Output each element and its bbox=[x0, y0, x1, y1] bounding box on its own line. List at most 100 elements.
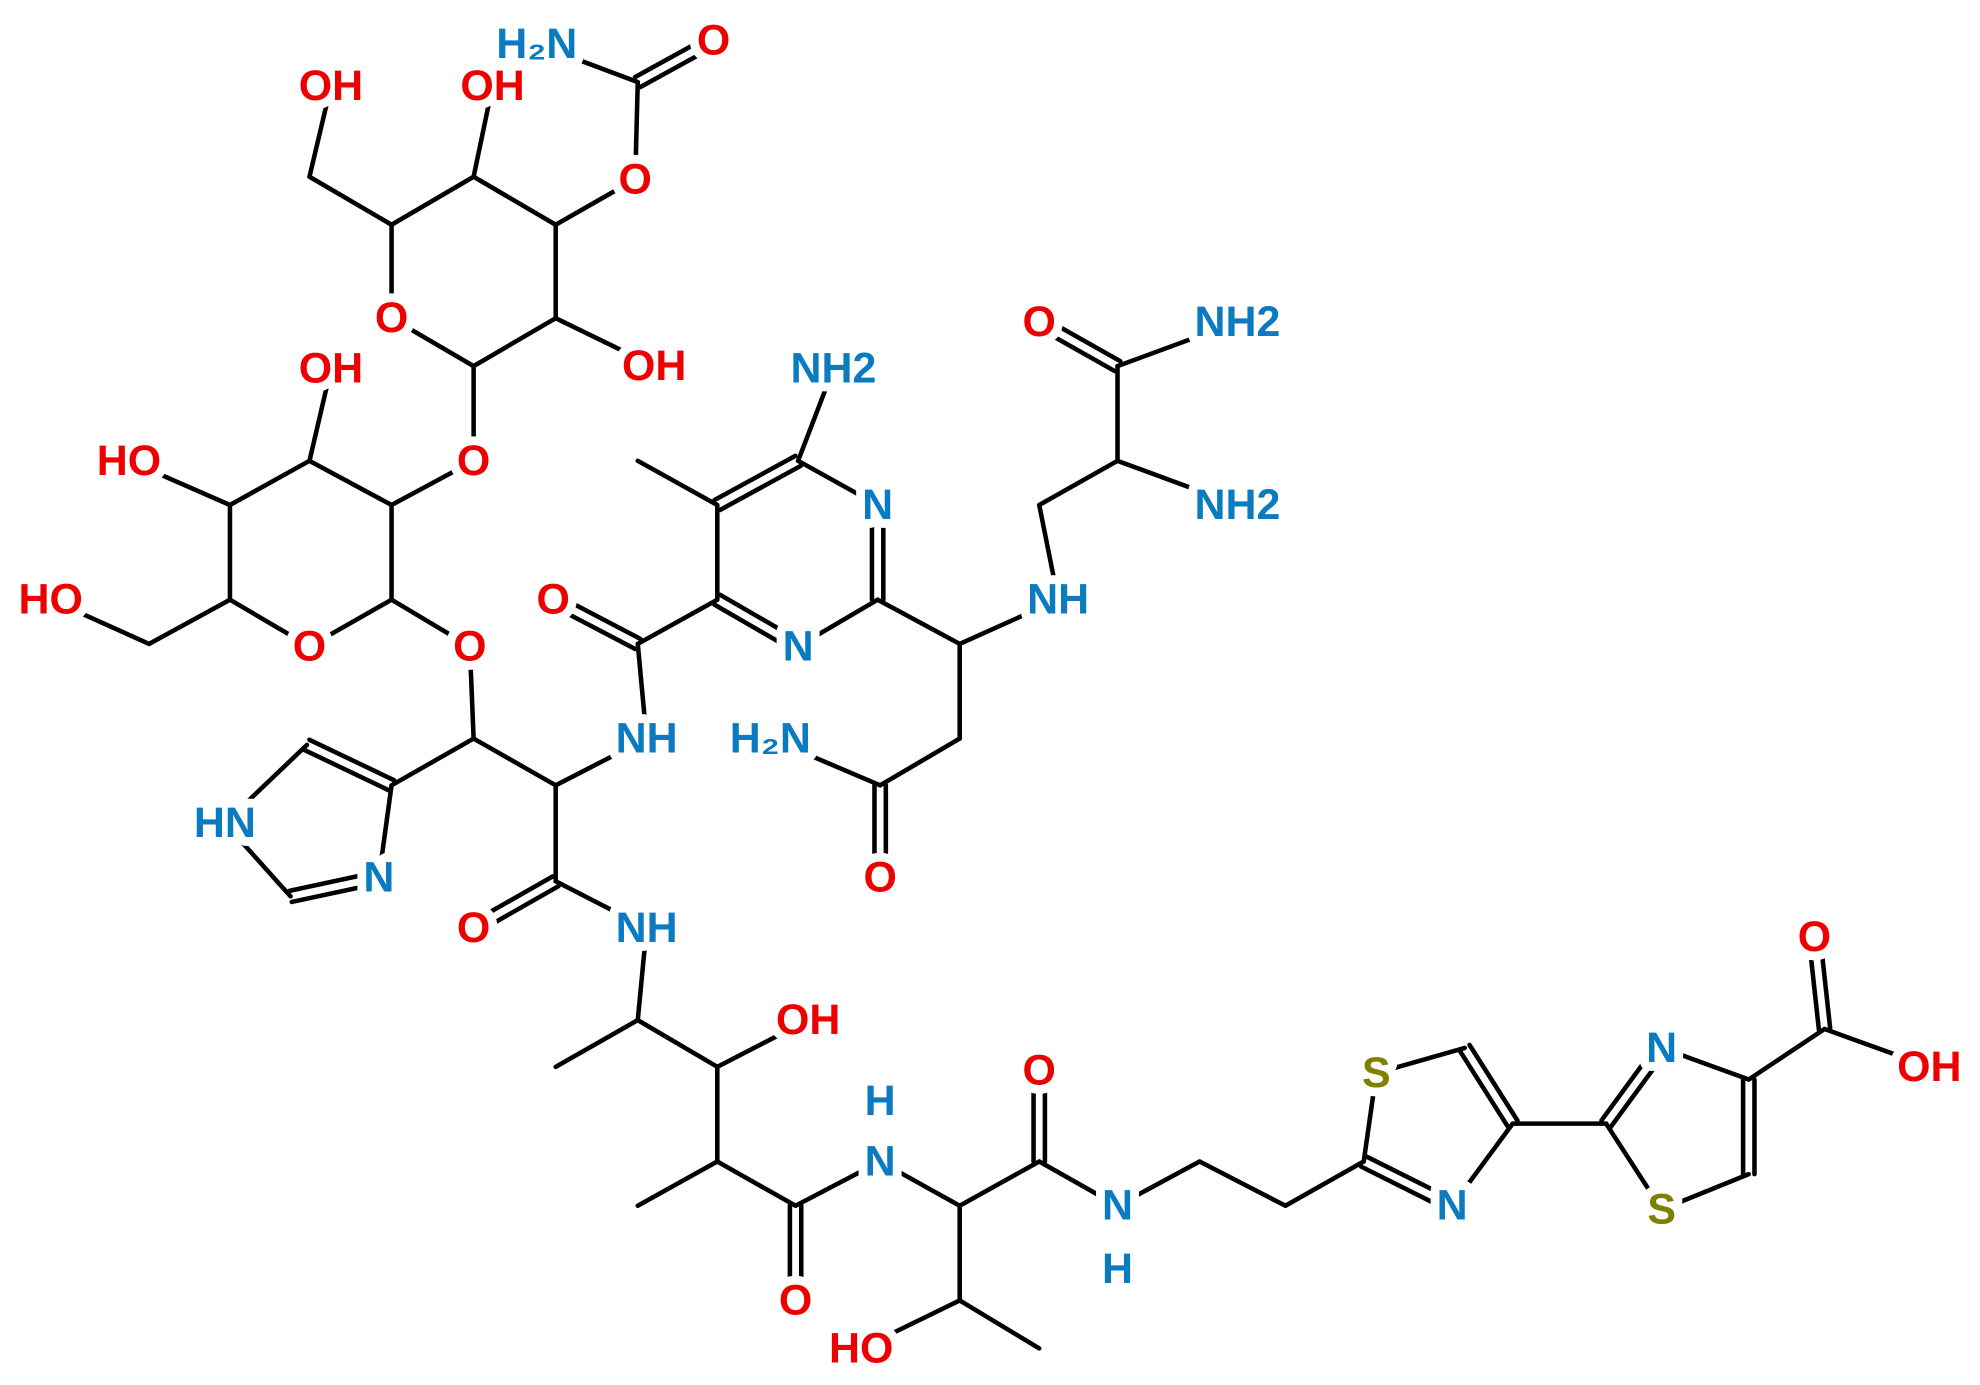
single-bond bbox=[534, 41, 641, 85]
single-bond bbox=[877, 1159, 962, 1208]
single-bond bbox=[307, 458, 394, 508]
double-bond bbox=[1599, 1042, 1660, 1123]
double-bond bbox=[1608, 1048, 1669, 1130]
atom-label-n: HN bbox=[194, 799, 256, 847]
atom-label-n: N bbox=[862, 481, 893, 529]
atom-label-n: NH bbox=[1027, 576, 1089, 624]
single-bond bbox=[553, 315, 657, 369]
single-bond bbox=[389, 597, 473, 649]
atom-label-n: N bbox=[1646, 1024, 1677, 1072]
single-bond bbox=[635, 1017, 720, 1070]
atom-label-n: H₂N bbox=[496, 20, 577, 68]
atom-label-o: OH bbox=[299, 62, 363, 110]
bonds-layer bbox=[48, 33, 1932, 1351]
single-bond bbox=[307, 174, 394, 228]
atom-label-s: S bbox=[1647, 1186, 1676, 1234]
single-bond bbox=[146, 597, 233, 647]
single-bond bbox=[795, 597, 880, 649]
single-bond bbox=[635, 458, 720, 508]
single-bond bbox=[715, 1159, 798, 1208]
double-bond bbox=[1806, 935, 1822, 1032]
double-bond bbox=[553, 592, 643, 642]
atom-label-n: NH2 bbox=[1195, 298, 1281, 346]
atom-label-o: O bbox=[697, 16, 730, 64]
single-bond bbox=[1361, 1070, 1379, 1164]
single-bond bbox=[1283, 1159, 1366, 1208]
single-bond bbox=[389, 736, 476, 788]
double-bond bbox=[1467, 1042, 1520, 1123]
double-bond bbox=[1358, 1164, 1452, 1214]
single-bond bbox=[389, 458, 476, 508]
atom-label-n: NH2 bbox=[1195, 481, 1281, 529]
double-bond bbox=[474, 883, 561, 936]
atom-label-h: H bbox=[865, 1077, 896, 1125]
atom-label-o: HO bbox=[18, 576, 82, 624]
atom-label-o: O bbox=[457, 904, 490, 952]
atom-label-o: O bbox=[863, 853, 896, 901]
single-bond bbox=[1822, 1026, 1932, 1070]
single-bond bbox=[227, 597, 312, 649]
single-bond bbox=[222, 742, 310, 826]
single-bond bbox=[957, 1159, 1042, 1208]
single-bond bbox=[471, 174, 558, 228]
double-bond bbox=[1039, 314, 1123, 364]
single-bond bbox=[1374, 1045, 1467, 1076]
atom-label-o: O bbox=[375, 294, 408, 342]
atom-label-n: NH bbox=[616, 715, 678, 763]
single-bond bbox=[768, 736, 883, 788]
atom-label-o: O bbox=[453, 622, 486, 670]
atom-label-o: O bbox=[457, 437, 490, 485]
double-bond bbox=[1817, 933, 1833, 1031]
single-bond bbox=[635, 925, 649, 1023]
single-bond bbox=[1197, 1159, 1288, 1208]
single-bond bbox=[126, 458, 233, 508]
double-bond bbox=[717, 592, 804, 644]
single-bond bbox=[1115, 458, 1240, 508]
double-bond bbox=[712, 453, 798, 503]
single-bond bbox=[1449, 1121, 1515, 1208]
single-bond bbox=[1659, 1171, 1752, 1212]
double-bond bbox=[302, 747, 392, 793]
double-bond bbox=[638, 43, 719, 90]
single-bond bbox=[48, 597, 152, 647]
single-bond bbox=[389, 174, 476, 228]
single-bond bbox=[467, 644, 476, 741]
atom-label-o: O bbox=[1798, 913, 1831, 961]
single-bond bbox=[553, 1017, 641, 1070]
single-bond bbox=[1746, 1026, 1827, 1082]
single-bond bbox=[389, 315, 476, 369]
single-bond bbox=[877, 736, 962, 788]
single-bond bbox=[795, 366, 836, 464]
double-bond bbox=[1034, 324, 1117, 374]
atom-label-o: OH bbox=[622, 342, 686, 390]
atom-label-o: HO bbox=[97, 437, 161, 485]
double-bond bbox=[287, 869, 381, 894]
single-bond bbox=[635, 1159, 720, 1208]
single-bond bbox=[471, 83, 495, 180]
single-bond bbox=[1115, 1159, 1202, 1208]
single-bond bbox=[957, 597, 1061, 647]
single-bond bbox=[553, 177, 638, 228]
double-bond bbox=[712, 602, 798, 654]
single-bond bbox=[875, 597, 962, 647]
single-bond bbox=[471, 736, 558, 788]
atom-label-n: NH2 bbox=[791, 345, 877, 393]
single-bond bbox=[1603, 1121, 1664, 1212]
atom-label-o: O bbox=[536, 576, 569, 624]
atom-label-n: N bbox=[1437, 1182, 1468, 1230]
single-bond bbox=[632, 79, 641, 182]
atom-label-o: O bbox=[619, 155, 652, 203]
single-bond bbox=[715, 1017, 811, 1070]
single-bond bbox=[307, 597, 394, 649]
double-bond bbox=[1363, 1154, 1457, 1203]
single-bond bbox=[635, 641, 649, 741]
single-bond bbox=[307, 366, 334, 464]
atom-label-o: O bbox=[779, 1276, 812, 1324]
atom-label-o: O bbox=[1023, 1047, 1056, 1095]
single-bond bbox=[1036, 458, 1120, 508]
double-bond bbox=[1457, 1048, 1511, 1129]
single-bond bbox=[471, 315, 558, 369]
atom-label-n: N bbox=[865, 1138, 896, 1186]
